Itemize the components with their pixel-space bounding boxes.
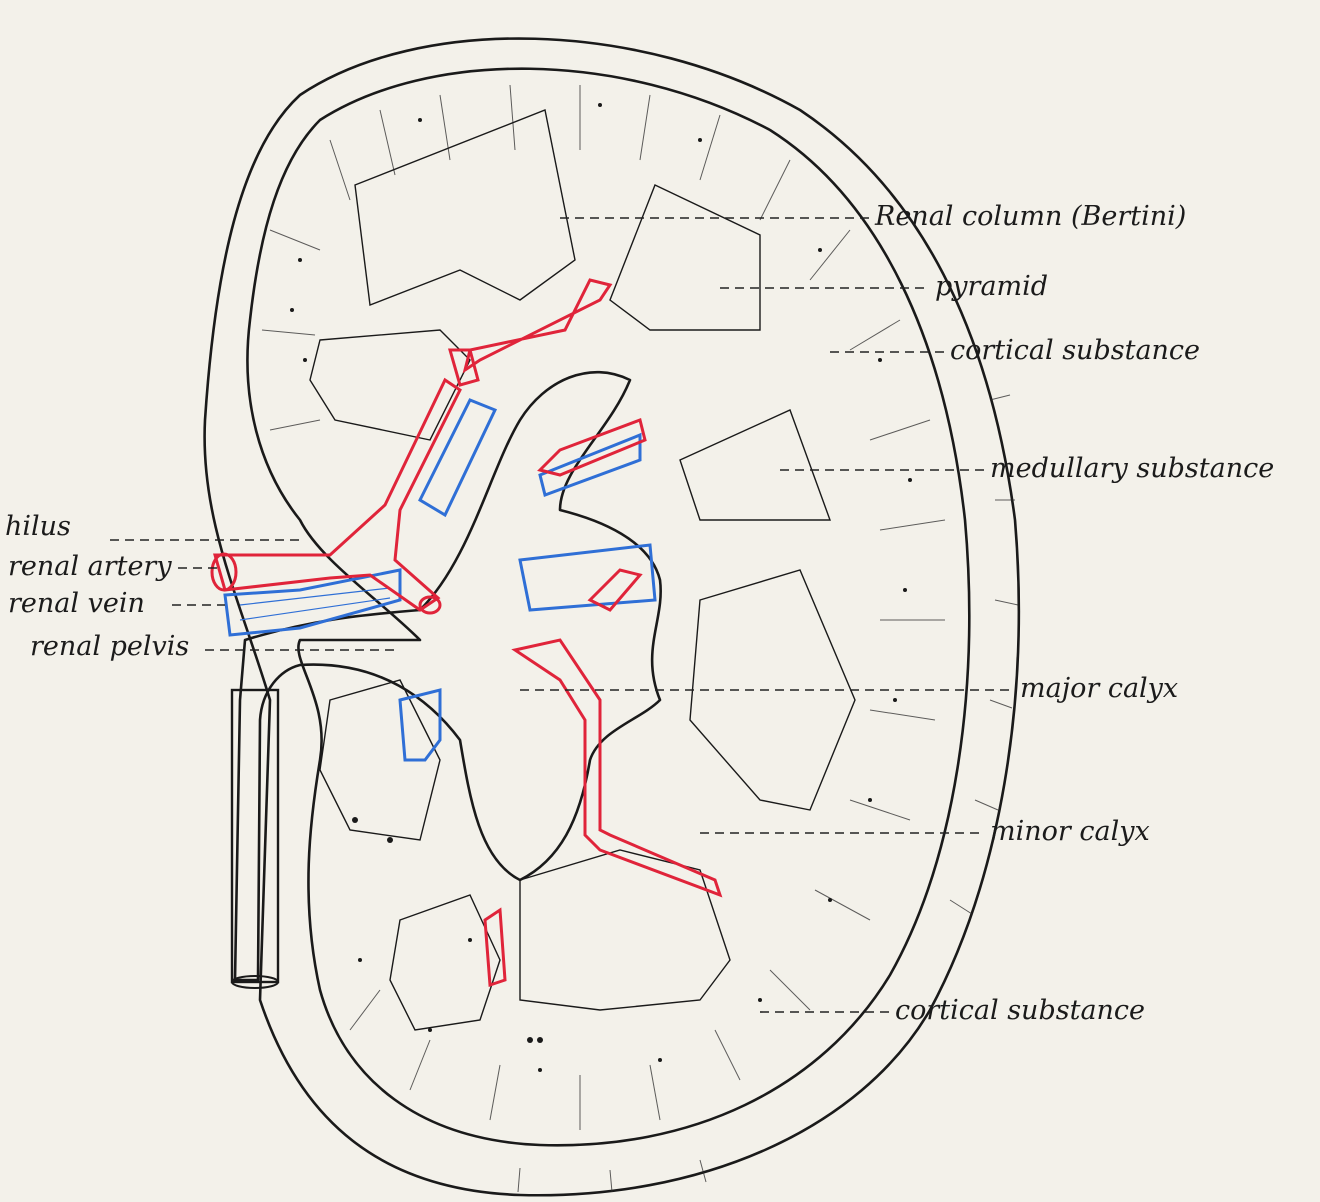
label-medullary-substance: medullary substance [990, 453, 1274, 484]
label-renal-pelvis: renal pelvis [30, 631, 189, 662]
label-major-calyx: major calyx [1020, 673, 1178, 704]
label-pyramid: pyramid [935, 271, 1048, 302]
label-cortical-substance-top: cortical substance [950, 335, 1200, 366]
label-minor-calyx: minor calyx [990, 816, 1150, 847]
label-hilus: hilus [5, 511, 71, 542]
label-renal-column: Renal column (Bertini) [874, 201, 1186, 232]
label-cortical-substance-bottom: cortical substance [895, 995, 1145, 1026]
label-renal-artery: renal artery [8, 551, 172, 582]
label-renal-vein: renal vein [8, 588, 145, 619]
